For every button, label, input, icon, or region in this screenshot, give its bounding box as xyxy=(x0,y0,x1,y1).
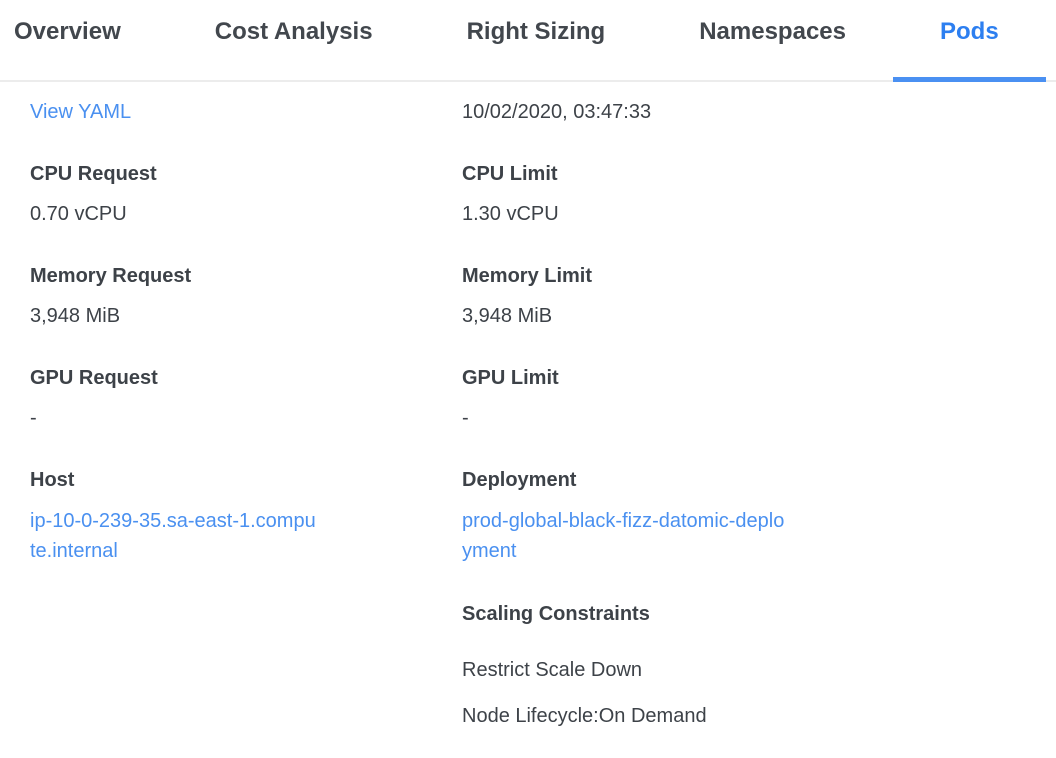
field-memory-limit: Memory Limit 3,948 MiB xyxy=(462,262,1026,330)
field-cpu-request: CPU Request 0.70 vCPU xyxy=(30,160,462,228)
field-gpu-limit-label: GPU Limit xyxy=(462,367,559,389)
field-memory-request: Memory Request 3,948 MiB xyxy=(30,262,462,330)
field-memory-limit-label: Memory Limit xyxy=(462,265,593,287)
field-deployment-label: Deployment xyxy=(462,469,577,491)
field-cpu-request-value: 0.70 vCPU xyxy=(30,203,127,225)
field-memory-limit-value: 3,948 MiB xyxy=(462,305,553,327)
field-host: Host ip-10-0-239-35.sa-east-1.compute.in… xyxy=(30,466,462,566)
host-link[interactable]: ip-10-0-239-35.sa-east-1.compute.interna… xyxy=(30,510,316,562)
field-memory-request-value: 3,948 MiB xyxy=(30,305,121,327)
tab-bar: Overview Cost Analysis Right Sizing Name… xyxy=(0,0,1056,82)
field-memory-request-label: Memory Request xyxy=(30,265,192,287)
pod-detail-panel: View YAML 10/02/2020, 03:47:33 CPU Reque… xyxy=(0,82,1056,758)
view-yaml-link[interactable]: View YAML xyxy=(30,101,132,123)
scaling-constraints-section: Scaling Constraints Restrict Scale Down … xyxy=(462,600,1026,730)
field-host-label: Host xyxy=(30,469,75,491)
scaling-constraint-node-lifecycle: Node Lifecycle:On Demand xyxy=(462,705,707,727)
scaling-constraints-label: Scaling Constraints xyxy=(462,603,650,625)
tab-pods[interactable]: Pods xyxy=(892,0,1046,82)
tab-right-sizing[interactable]: Right Sizing xyxy=(466,18,606,45)
last-updated-timestamp: 10/02/2020, 03:47:33 xyxy=(462,101,652,123)
tab-cost-analysis[interactable]: Cost Analysis xyxy=(214,18,373,45)
field-gpu-limit: GPU Limit - xyxy=(462,364,1026,432)
deployment-link[interactable]: prod-global-black-fizz-datomic-deploymen… xyxy=(462,510,785,562)
field-gpu-limit-value: - xyxy=(462,407,469,429)
field-cpu-limit-label: CPU Limit xyxy=(462,163,558,185)
tab-namespaces[interactable]: Namespaces xyxy=(699,18,846,45)
field-gpu-request: GPU Request - xyxy=(30,364,462,432)
view-yaml-cell: View YAML xyxy=(30,98,462,126)
field-gpu-request-value: - xyxy=(30,407,37,429)
field-gpu-request-label: GPU Request xyxy=(30,367,158,389)
empty-cell xyxy=(30,600,462,730)
field-cpu-limit-value: 1.30 vCPU xyxy=(462,203,559,225)
scaling-constraint-restrict-scale-down: Restrict Scale Down xyxy=(462,659,643,681)
field-deployment: Deployment prod-global-black-fizz-datomi… xyxy=(462,466,1026,566)
field-cpu-limit: CPU Limit 1.30 vCPU xyxy=(462,160,1026,228)
field-cpu-request-label: CPU Request xyxy=(30,163,157,185)
tab-overview[interactable]: Overview xyxy=(14,18,121,45)
